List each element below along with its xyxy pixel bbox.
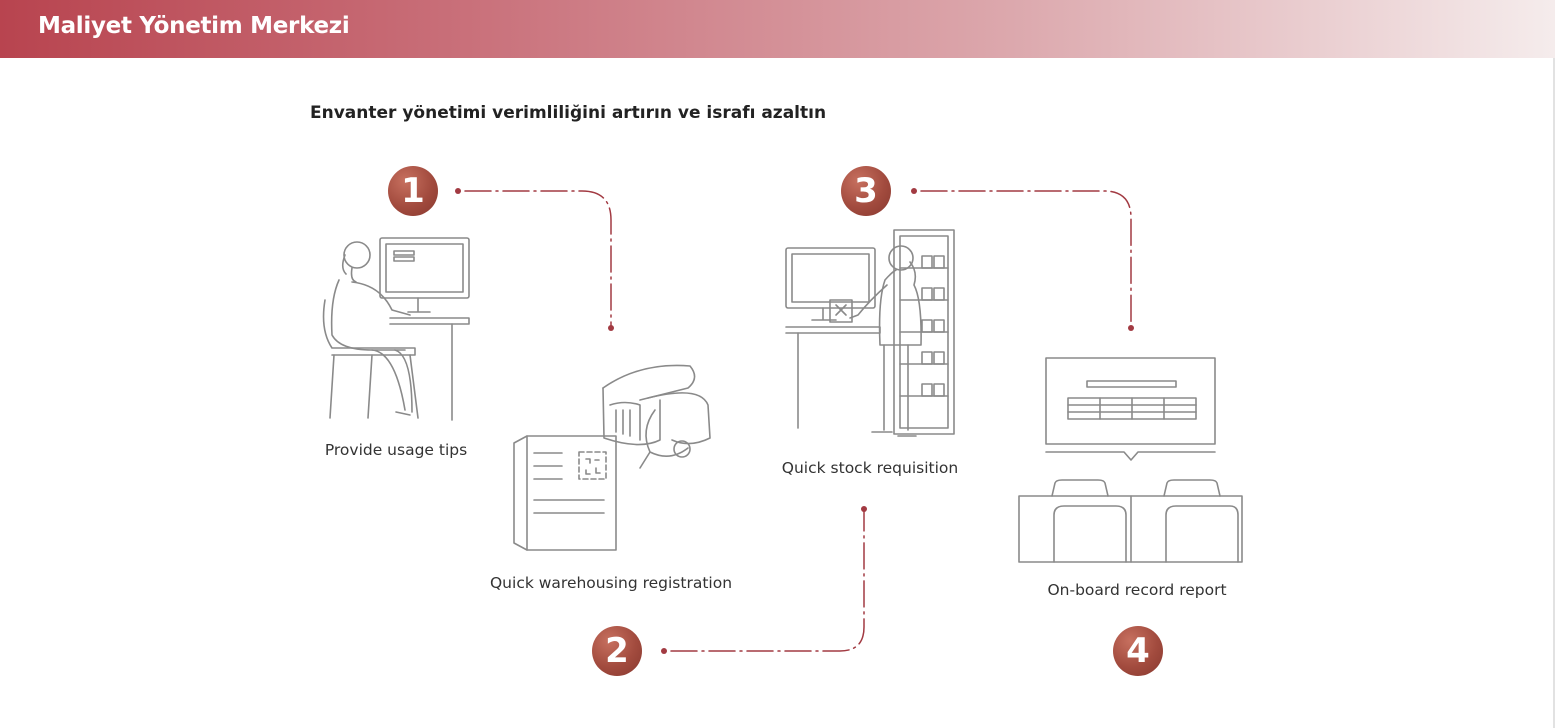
connector-1-2 xyxy=(455,188,614,331)
step-3-badge: 3 xyxy=(841,166,891,216)
section-subtitle: Envanter yönetimi verimliliğini artırın … xyxy=(310,103,827,123)
step-3-label: Quick stock requisition xyxy=(781,459,959,477)
step-2-badge: 2 xyxy=(592,626,642,676)
person-at-computer-icon xyxy=(322,237,470,421)
step-1-label: Provide usage tips xyxy=(324,441,468,459)
page-edge-divider xyxy=(1553,58,1555,728)
report-display-icon xyxy=(1018,357,1243,563)
step-4-label: On-board record report xyxy=(1047,581,1227,599)
step-4-badge: 4 xyxy=(1113,626,1163,676)
connector-3-4 xyxy=(911,188,1134,331)
person-at-shelves-icon xyxy=(785,229,955,437)
step-1-badge: 1 xyxy=(388,166,438,216)
connector-2-3 xyxy=(661,506,867,654)
page-header: Maliyet Yönetim Merkezi xyxy=(0,0,1555,58)
step-2-label: Quick warehousing registration xyxy=(489,574,733,592)
barcode-scanner-icon xyxy=(513,364,711,551)
page-title: Maliyet Yönetim Merkezi xyxy=(38,13,350,39)
